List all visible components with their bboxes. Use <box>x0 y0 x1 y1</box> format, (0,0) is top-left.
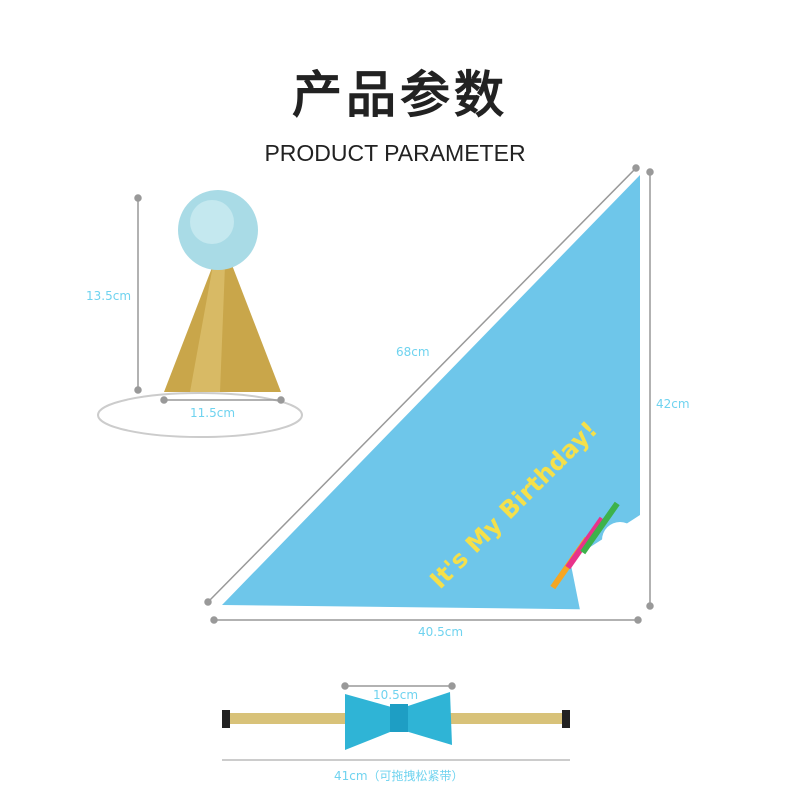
hat-dimension-lines <box>134 194 285 404</box>
page-title-cn: 产品参数 <box>292 66 508 124</box>
bowtie-dimension-lines <box>222 682 570 761</box>
bandana-width-label: 40.5cm <box>418 625 464 639</box>
bandana-image: It's My Birthday! <box>222 175 640 610</box>
party-hat-image <box>97 190 303 438</box>
collar-length-label: 41cm（可拖拽松紧带） <box>334 769 464 783</box>
bow-width-label: 10.5cm <box>373 688 419 702</box>
bandana-dimension-lines <box>204 164 654 624</box>
bowtie-collar-image <box>222 692 570 750</box>
page-title-en: PRODUCT PARAMETER <box>264 140 526 166</box>
hat-width-label: 11.5cm <box>190 406 236 420</box>
hat-height-label: 13.5cm <box>86 289 132 303</box>
bandana-height-label: 42cm <box>656 397 690 411</box>
bandana-hypotenuse-label: 68cm <box>396 345 430 359</box>
